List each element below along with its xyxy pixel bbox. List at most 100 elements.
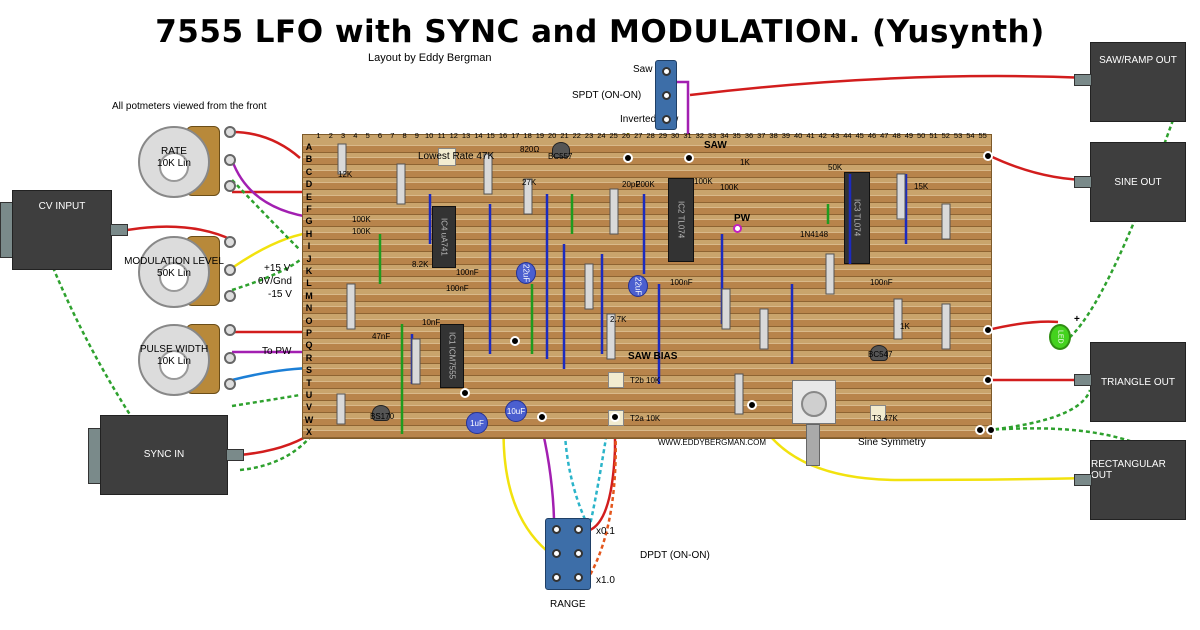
label-27k: 27K	[522, 178, 537, 187]
ic1: IC1 ICM7555	[440, 324, 464, 388]
label-100k-b: 100K	[352, 227, 371, 236]
cv-jack-tip	[110, 224, 128, 236]
row-letter: J	[306, 253, 312, 264]
power-gnd: 0V/Gnd	[258, 276, 292, 287]
triangle-out-jack[interactable]: TRIANGLE OUT	[1090, 342, 1186, 422]
pad-sine-symmetry	[747, 400, 757, 410]
sync-in-jack[interactable]: SYNC IN	[100, 415, 228, 495]
row-letter: Q	[305, 340, 313, 351]
strip-row	[303, 244, 991, 253]
sine-out-jack[interactable]: SINE OUT	[1090, 142, 1186, 222]
column-number: 13	[461, 131, 471, 140]
saw-ramp-out-jack[interactable]: SAW/RAMP OUT	[1090, 42, 1186, 122]
label-sine-symmetry: Sine Symmetry	[858, 437, 926, 448]
pad-range-c	[537, 412, 547, 422]
row-letter: H	[305, 228, 313, 239]
strip-row	[303, 380, 991, 389]
switch-spdt-label: SPDT (ON-ON)	[572, 90, 642, 101]
row-letter: D	[305, 179, 313, 190]
label-100k-d: 100K	[720, 183, 739, 192]
trimmer-t3[interactable]	[870, 405, 886, 421]
ic3: IC3 TL074	[844, 172, 870, 264]
trimmer-t2b[interactable]	[608, 372, 624, 388]
column-number: 43	[830, 131, 840, 140]
pad-range-d	[610, 412, 620, 422]
strip-row	[303, 368, 991, 377]
column-number: 3	[341, 131, 346, 140]
label-website: WWW.EDDYBERGMAN.COM	[658, 438, 766, 447]
column-number: 52	[941, 131, 950, 140]
pad-range-b	[460, 388, 470, 398]
column-number: 45	[855, 131, 864, 140]
sine-symmetry-trimpot[interactable]	[792, 380, 836, 424]
row-letter: E	[305, 191, 312, 202]
pad-range-a	[510, 336, 520, 346]
row-letter: X	[305, 427, 312, 438]
wire-orange-range	[588, 419, 617, 576]
pad-saw-b	[684, 153, 694, 163]
column-number: 23	[584, 131, 594, 140]
strip-row	[303, 256, 991, 265]
label-10nf: 10nF	[422, 318, 441, 327]
page-title: 7555 LFO with SYNC and MODULATION. (Yusy…	[155, 14, 1045, 50]
label-t3: T3 47K	[872, 414, 898, 423]
rectangular-out-jack[interactable]: RECTANGULAR OUT	[1090, 440, 1186, 520]
saw-jack-tip	[1074, 74, 1092, 86]
column-number: 27	[634, 131, 643, 140]
trimmer-lowest-rate[interactable]	[438, 148, 456, 166]
row-letter: A	[305, 142, 313, 152]
transistor-bc557	[552, 142, 570, 158]
label-bc547: BC547	[868, 350, 893, 359]
strip-row	[303, 182, 991, 191]
rect-jack-tip	[1074, 474, 1092, 486]
row-letter: R	[305, 352, 313, 363]
column-number: 26	[621, 131, 631, 140]
switch-saw-label: Saw	[633, 64, 653, 75]
label-820: 820Ω	[520, 145, 540, 154]
tri-jack-tip	[1074, 374, 1092, 386]
column-number: 5	[365, 131, 370, 140]
cv-input-jack[interactable]: CV INPUT	[12, 190, 112, 270]
power-minus15: -15 V	[268, 289, 292, 300]
pad-saw-a	[623, 153, 633, 163]
label-2-7k: 2.7K	[610, 315, 627, 324]
wire-green-right	[1057, 99, 1182, 347]
wire-red-rate-a	[231, 130, 301, 159]
row-letter: G	[305, 216, 313, 227]
strip-row	[303, 145, 991, 153]
to-pw-label: To PW	[262, 346, 292, 357]
range-dpdt-type: DPDT (ON-ON)	[640, 550, 710, 561]
label-100nf-b: 100nF	[446, 284, 469, 293]
strip-row	[303, 293, 991, 302]
spdt-switch[interactable]	[655, 60, 677, 130]
transistor-bc547	[870, 345, 888, 361]
row-letter: K	[305, 266, 313, 276]
led-plus: +	[1074, 314, 1080, 325]
row-letter: N	[305, 303, 313, 314]
transistor-bs170	[372, 405, 390, 421]
column-number: 25	[609, 131, 618, 140]
row-letter: M	[305, 290, 313, 301]
column-number: 30	[671, 131, 680, 140]
strip-row	[303, 306, 991, 315]
column-number: 1	[316, 131, 321, 140]
ic4: IC4 uA741	[432, 206, 456, 268]
strip-row	[303, 157, 991, 166]
column-number: 6	[377, 131, 383, 140]
column-number: 55	[978, 131, 987, 140]
column-number: 47	[880, 131, 889, 140]
label-100nf-a: 100nF	[456, 268, 479, 277]
column-number: 41	[806, 131, 815, 140]
label-100nf-c: 100nF	[670, 278, 693, 287]
pots-note: All potmeters viewed from the front	[112, 101, 267, 112]
label-lowest-rate: Lowest Rate 47K	[418, 151, 495, 162]
column-number: 37	[757, 131, 766, 140]
strip-row	[303, 169, 991, 178]
label-47nf: 47nF	[372, 332, 391, 341]
label-50k: 50K	[828, 163, 843, 172]
range-dpdt-switch[interactable]	[545, 518, 591, 590]
